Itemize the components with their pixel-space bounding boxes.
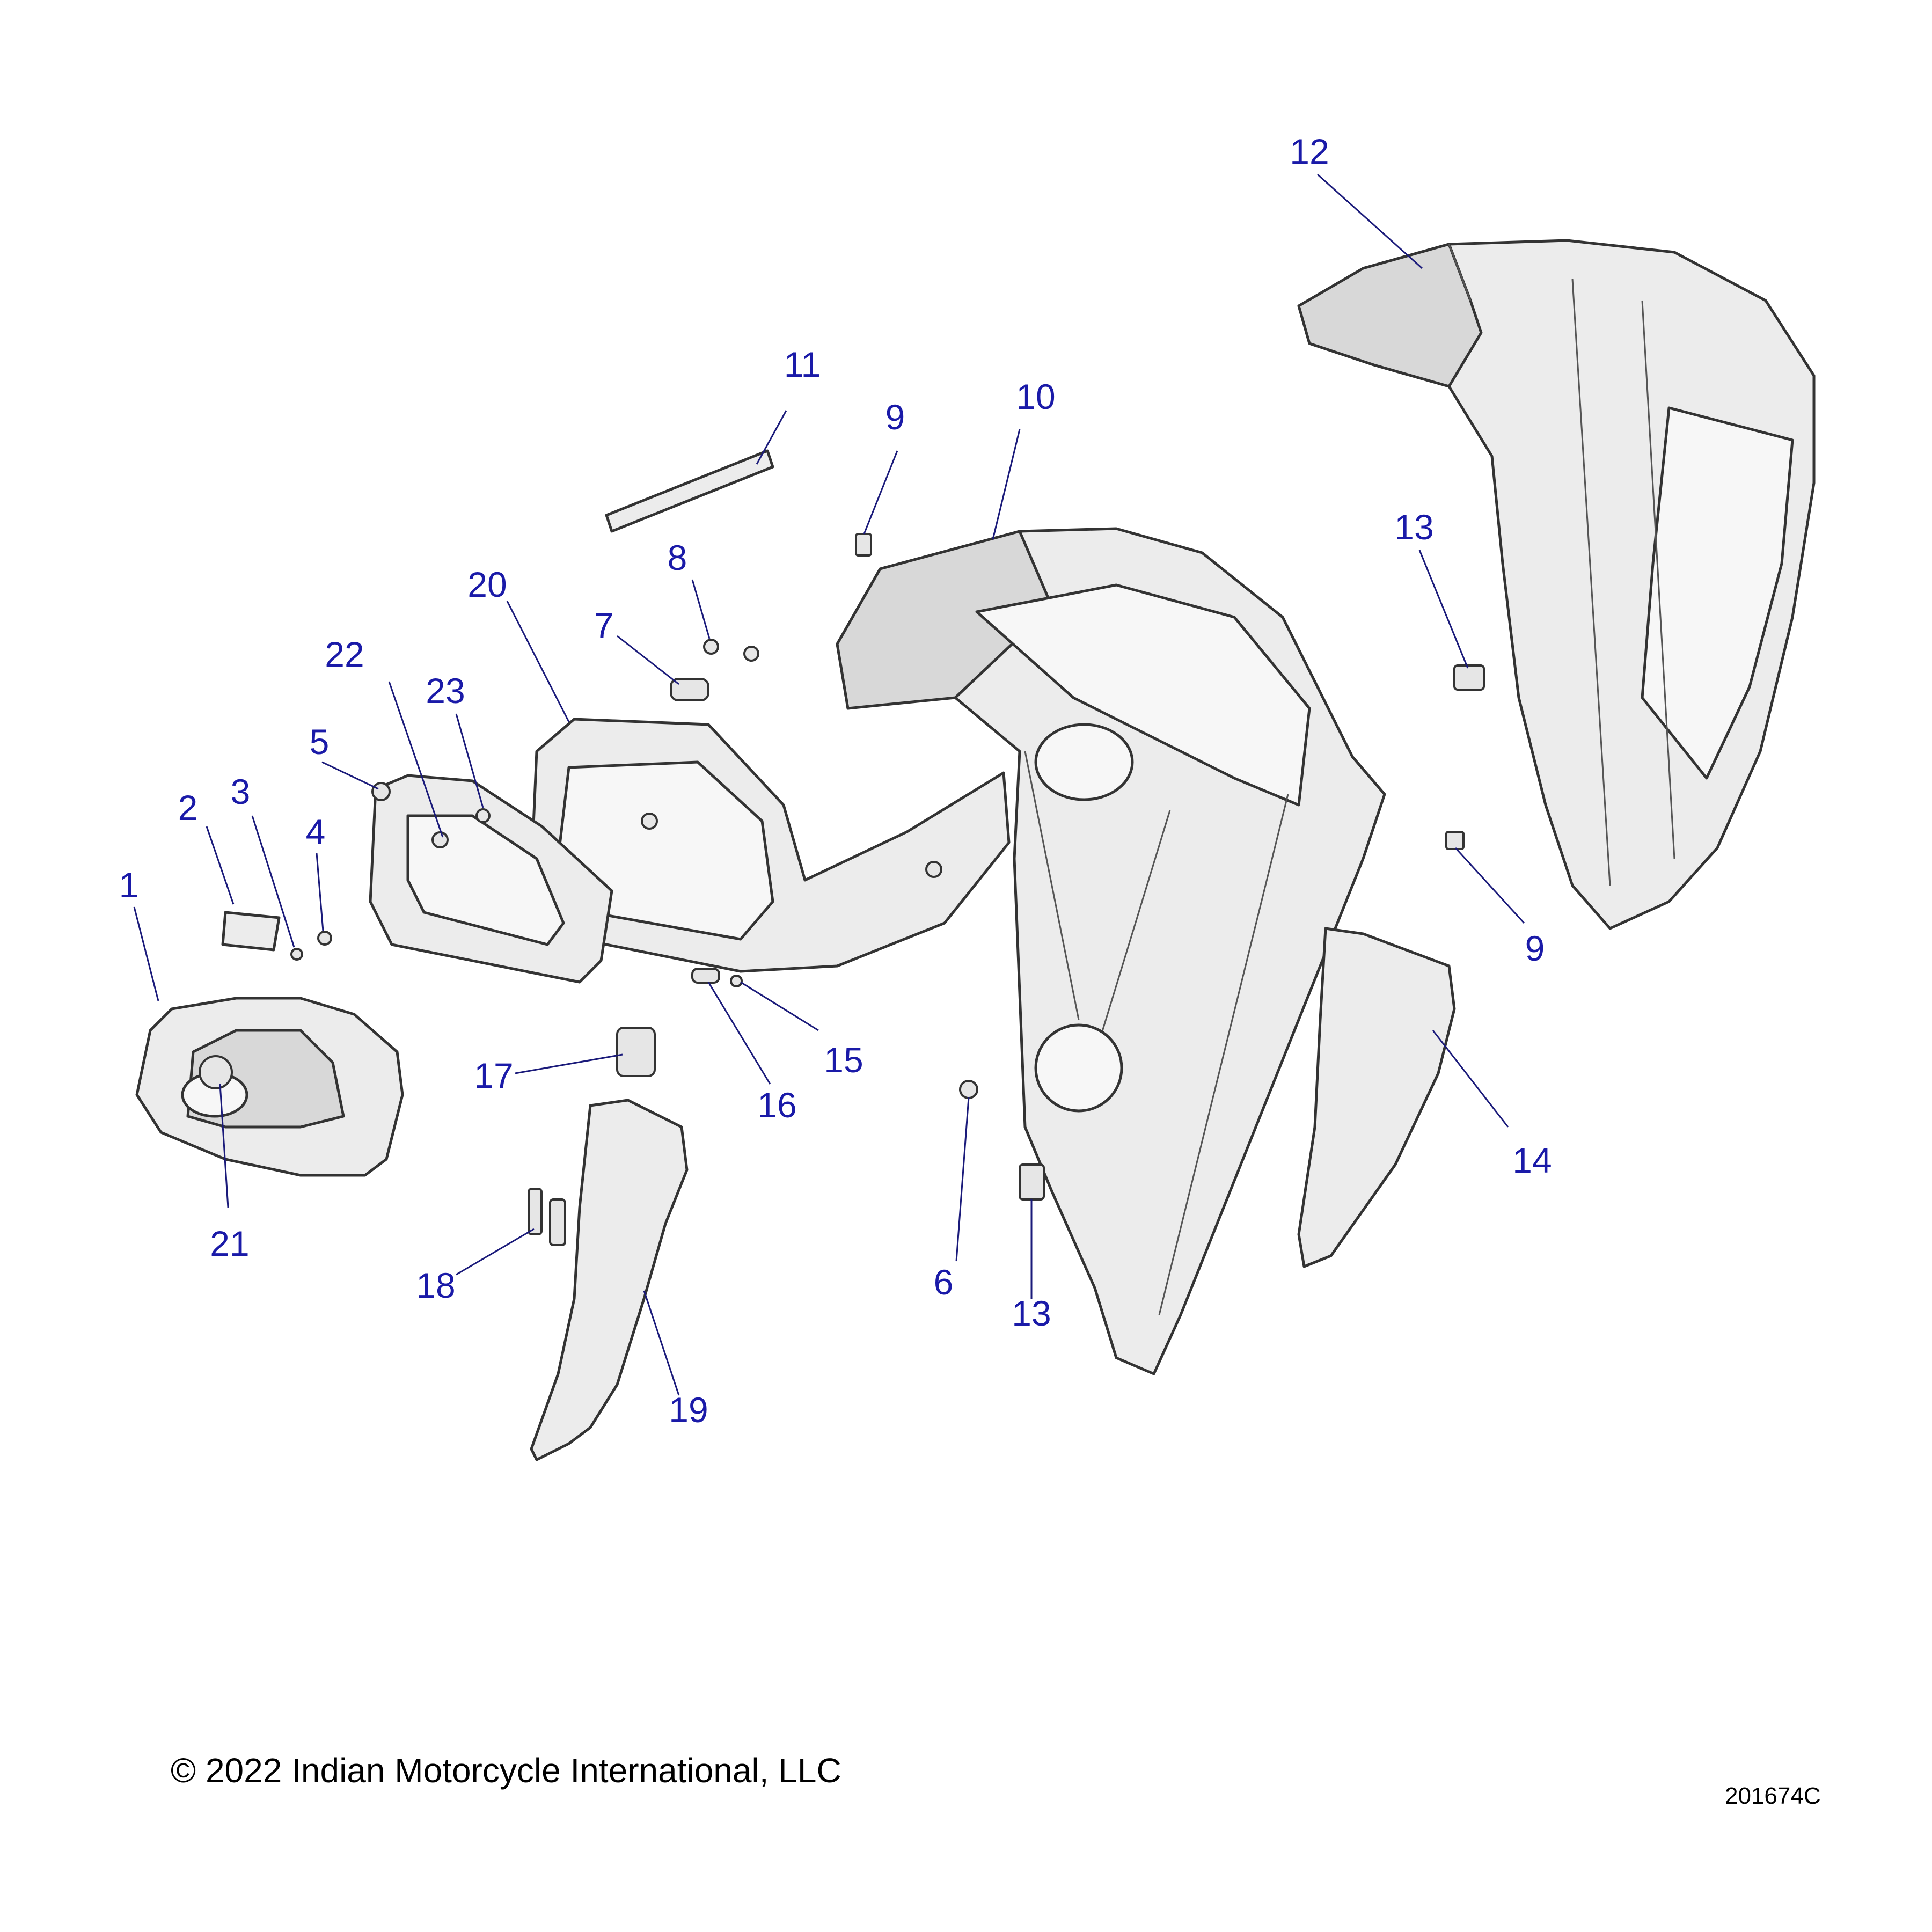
- callout-9-right: 9: [1525, 928, 1545, 968]
- callout-2: 2: [178, 788, 198, 828]
- part-18-fastener-a: [528, 1188, 543, 1235]
- callout-13-upper: 13: [1394, 507, 1433, 547]
- callout-4: 4: [306, 812, 326, 852]
- part-16-pin: [691, 968, 720, 984]
- part-8-screw-b: [743, 646, 759, 662]
- callout-20: 20: [467, 565, 507, 604]
- part-10-main-fairing: [836, 527, 1386, 1375]
- callout-22: 22: [325, 634, 364, 674]
- small-hardware: [199, 533, 1485, 1246]
- part-22-bezel: [369, 774, 613, 984]
- callout-1: 1: [119, 865, 139, 905]
- callout-14: 14: [1512, 1140, 1552, 1180]
- callout-7: 7: [594, 605, 614, 645]
- part-7-clip: [670, 678, 709, 701]
- diagram-id: 201674C: [1725, 1783, 1821, 1809]
- callout-3: 3: [231, 772, 251, 811]
- callout-23: 23: [426, 671, 465, 711]
- callout-labels: 1 2 3 4 5 6 7 8 9 9 10 11 12 13 13 14 15…: [119, 131, 1552, 1430]
- callout-16: 16: [757, 1085, 796, 1125]
- part-21-emblem: [199, 1055, 233, 1089]
- part-20-screw: [641, 813, 658, 830]
- callout-5: 5: [310, 722, 330, 762]
- callout-19: 19: [669, 1390, 708, 1430]
- callout-12: 12: [1290, 131, 1329, 171]
- part-13-nut-upper: [1453, 664, 1485, 691]
- part-9-nut-upper: [855, 533, 872, 557]
- part-8-screw-a: [703, 639, 719, 655]
- part-19-lower-bracket: [530, 1099, 689, 1461]
- callout-10: 10: [1016, 377, 1055, 416]
- callout-17: 17: [474, 1056, 513, 1095]
- part-14-side-panel: [1297, 927, 1456, 1268]
- part-4-screw: [317, 931, 332, 946]
- callout-18: 18: [416, 1265, 455, 1305]
- callout-13-lower: 13: [1012, 1293, 1051, 1333]
- callout-21: 21: [210, 1224, 249, 1263]
- part-3-washer: [290, 948, 303, 961]
- part-6-bolt: [959, 1080, 978, 1099]
- part-11-trim-strip: [605, 449, 774, 533]
- callout-6: 6: [934, 1262, 954, 1302]
- leader-lines: [133, 173, 1525, 1396]
- callout-8: 8: [668, 538, 687, 577]
- copyright-notice: © 2022 Indian Motorcycle International, …: [171, 1751, 841, 1790]
- part-9-nut-right: [1445, 831, 1465, 850]
- part-1-cover: [135, 997, 404, 1177]
- part-23-washer: [475, 808, 491, 823]
- part-2-label: [221, 911, 281, 952]
- part-22-screw: [431, 831, 449, 848]
- part-17-grommet: [616, 1027, 656, 1077]
- part-5-tab: [371, 782, 391, 801]
- callout-11: 11: [784, 345, 821, 384]
- part-13-nut-lower: [1019, 1163, 1045, 1201]
- part-12-outer-fairing: [1297, 239, 1816, 930]
- callout-15: 15: [824, 1040, 863, 1080]
- callout-9-upper: 9: [885, 397, 905, 437]
- part-18-fastener-b: [549, 1198, 566, 1246]
- part-20-screw-b: [925, 861, 942, 878]
- part-15-clip: [730, 975, 743, 987]
